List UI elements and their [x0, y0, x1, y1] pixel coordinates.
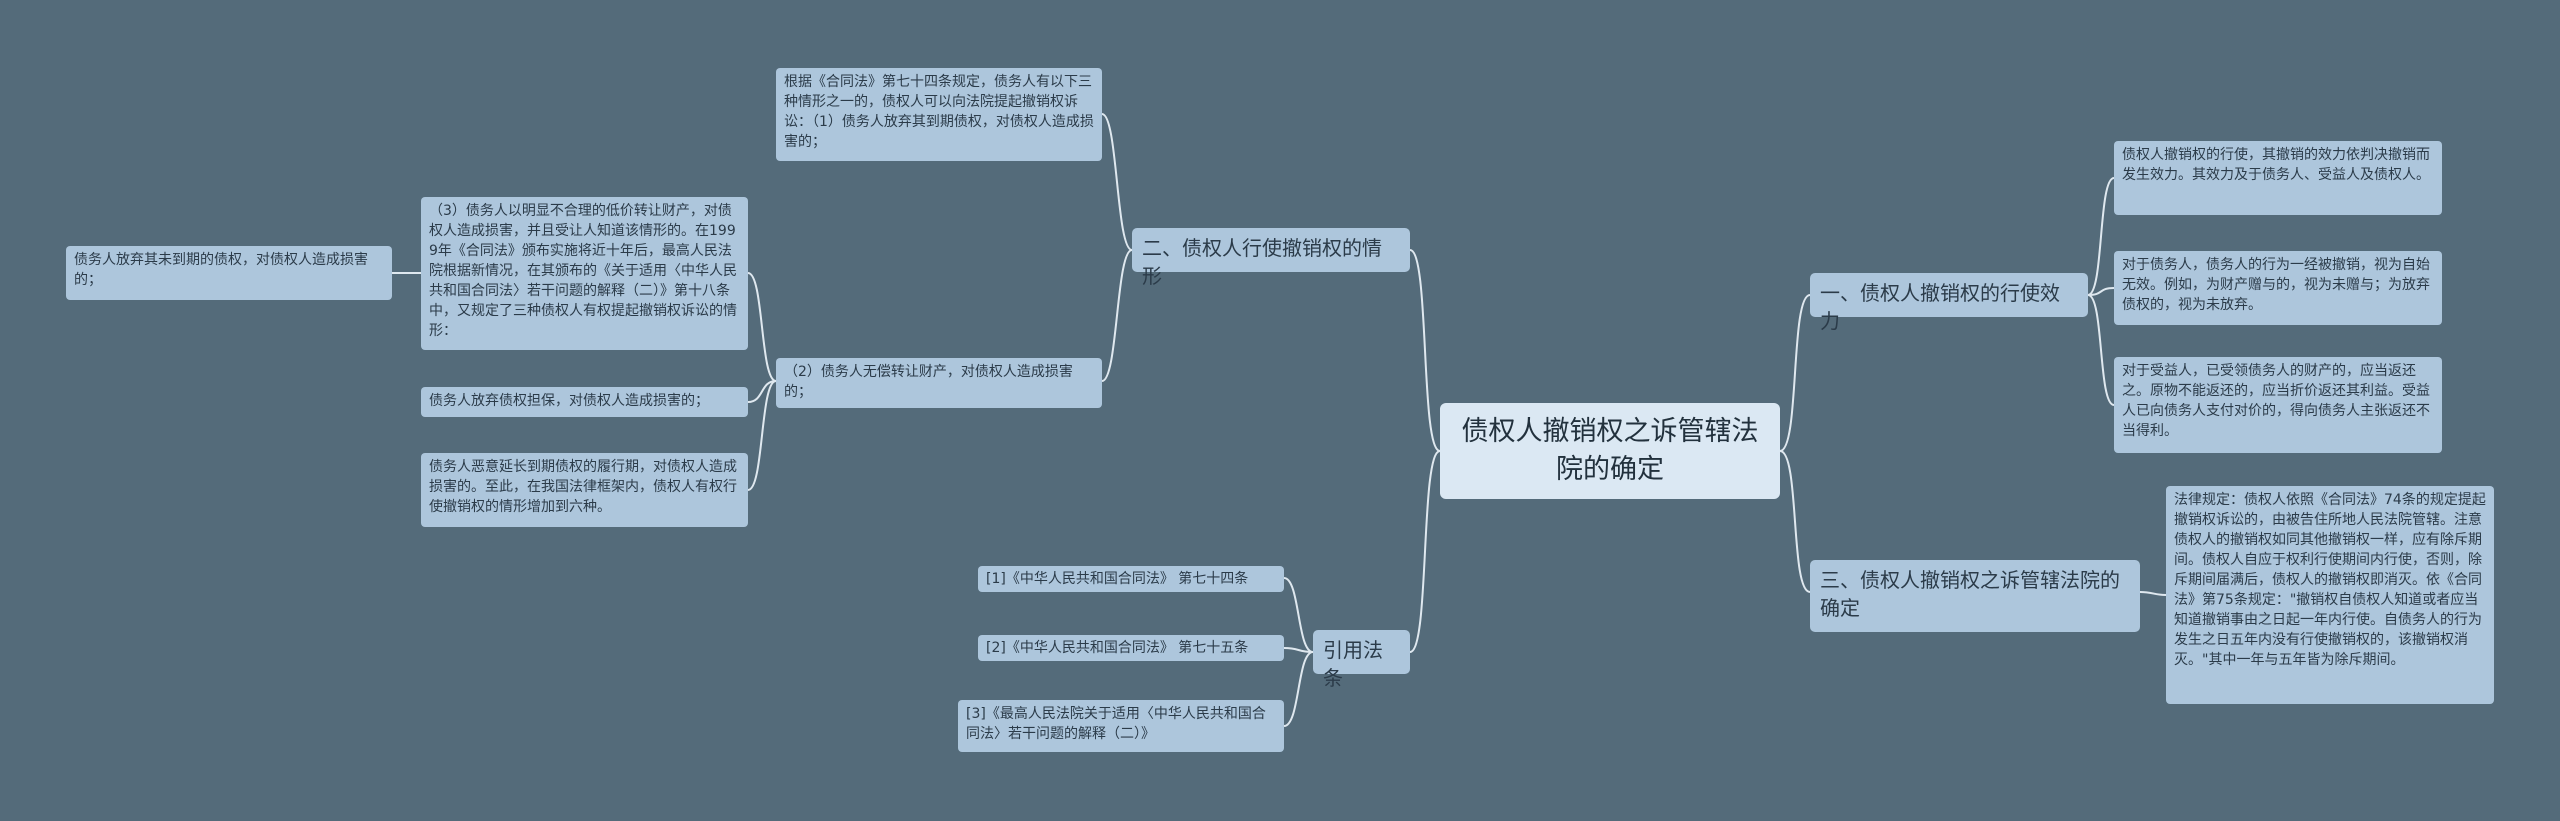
root-topic[interactable]: 债权人撤销权之诉管辖法院的确定	[1440, 403, 1780, 499]
article-ref-3[interactable]: [3]《最高人民法院关于适用〈中华人民共和国合同法〉若干问题的解释（二）》	[958, 700, 1284, 752]
article-ref-2[interactable]: [2]《中华人民共和国合同法》 第七十五条	[978, 635, 1284, 661]
effect-beneficiary[interactable]: 对于受益人，已受领债务人的财产的，应当返还之。原物不能返还的，应当折价返还其利益…	[2114, 357, 2442, 453]
case-extend-term[interactable]: 债务人恶意延长到期债权的履行期，对债权人造成损害的。至此，在我国法律框架内，债权…	[421, 453, 748, 527]
effect-debtor[interactable]: 对于债务人，债务人的行为一经被撤销，视为自始无效。例如，为财产赠与的，视为未赠与…	[2114, 251, 2442, 325]
effect-general[interactable]: 债权人撤销权的行使，其撤销的效力依判决撤销而发生效力。其效力及于债务人、受益人及…	[2114, 141, 2442, 215]
article-ref-1[interactable]: [1]《中华人民共和国合同法》 第七十四条	[978, 566, 1284, 592]
case-low-price-transfer[interactable]: （3）债务人以明显不合理的低价转让财产，对债权人造成损害，并且受让人知道该情形的…	[421, 197, 748, 350]
branch-jurisdiction[interactable]: 三、债权人撤销权之诉管辖法院的确定	[1810, 560, 2140, 632]
connector-b2-c2	[1101, 249, 1133, 382]
connector-root-b1	[1779, 294, 1811, 452]
connector-b3-c1	[2139, 591, 2167, 596]
case-free-transfer[interactable]: （2）债务人无偿转让财产，对债权人造成损害的；	[776, 358, 1102, 408]
case-article-74[interactable]: 根据《合同法》第七十四条规定，债务人有以下三种情形之一的，债权人可以向法院提起撤…	[776, 68, 1102, 161]
connector-root-b4	[1409, 450, 1441, 653]
connector-b1-c2	[2087, 287, 2115, 296]
case-waive-unmatured-debt[interactable]: 债务人放弃其未到期的债权，对债权人造成损害的；	[66, 246, 392, 300]
connector-b4-c3	[1283, 651, 1314, 727]
connector-b4-c1	[1283, 577, 1314, 653]
connector-root-b3	[1779, 450, 1811, 593]
case-waive-guarantee[interactable]: 债务人放弃债权担保，对债权人造成损害的；	[421, 387, 748, 417]
connector-b1-c3	[2087, 294, 2115, 406]
connector-b2-c1	[1101, 113, 1133, 251]
branch-cited-articles[interactable]: 引用法条	[1313, 630, 1410, 690]
branch-execution-effect[interactable]: 一、债权人撤销权的行使效力	[1810, 273, 2088, 333]
connector-b2c2-s3	[747, 380, 777, 491]
jurisdiction-rule[interactable]: 法律规定：债权人依照《合同法》74条的规定提起撤销权诉讼的，由被告住所地人民法院…	[2166, 486, 2494, 704]
branch-revocation-cases[interactable]: 二、债权人行使撤销权的情形	[1132, 228, 1410, 288]
connector-b1-c1	[2087, 177, 2115, 296]
connector-b2c2-s1	[747, 272, 777, 382]
connector-b4-c2	[1283, 647, 1314, 653]
connector-root-b2	[1409, 249, 1441, 452]
